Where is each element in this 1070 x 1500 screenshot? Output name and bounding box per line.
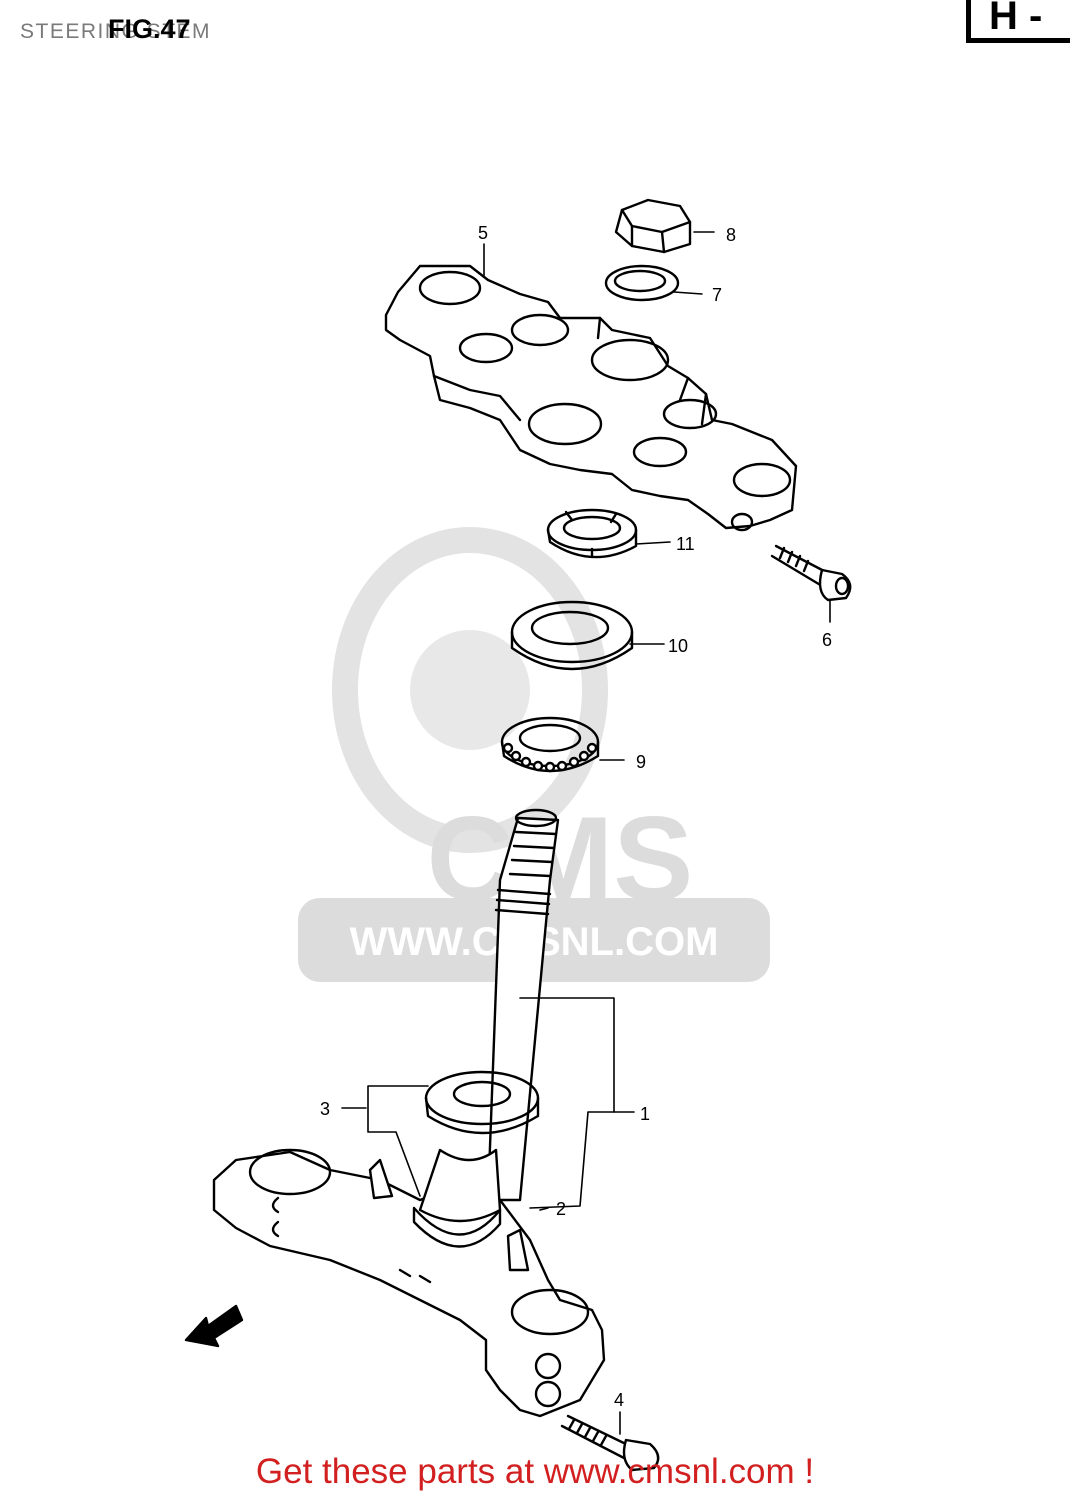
callout-8: 8 xyxy=(726,225,736,245)
callout-7: 7 xyxy=(712,285,722,305)
part-dust-seal xyxy=(510,600,634,671)
part-clamp-bolt xyxy=(770,544,852,602)
front-direction-arrow-icon xyxy=(184,1304,244,1348)
callout-5: 5 xyxy=(478,223,488,243)
part-stem-lock-nut xyxy=(546,508,638,559)
callout-2: 2 xyxy=(556,1199,566,1219)
callout-6: 6 xyxy=(822,630,832,650)
callout-10: 10 xyxy=(668,636,688,656)
callout-1: 1 xyxy=(640,1104,650,1124)
page-title: STEERING STEM xyxy=(20,20,212,43)
part-washer xyxy=(604,264,680,302)
part-stem-head-nut xyxy=(614,198,692,254)
callout-4: 4 xyxy=(614,1390,624,1410)
leader-lines xyxy=(341,231,831,1435)
callout-3: 3 xyxy=(320,1099,330,1119)
figure-number: FIG.47 xyxy=(108,14,191,44)
footer-promo-text: Get these parts at www.cmsnl.com ! xyxy=(255,1452,815,1491)
part-upper-bracket xyxy=(384,264,798,532)
section-tab: H - xyxy=(966,0,1070,43)
part-steering-stem xyxy=(212,808,606,1418)
part-pinch-bolt xyxy=(560,1414,660,1472)
callout-11: 11 xyxy=(676,534,695,554)
callout-numbers: 1 2 3 4 5 6 7 8 9 10 11 xyxy=(320,223,832,1410)
callout-9: 9 xyxy=(636,752,646,772)
part-upper-bearing xyxy=(500,716,600,773)
part-bearing-race xyxy=(424,1070,540,1135)
section-tab-label: H - xyxy=(989,0,1043,38)
